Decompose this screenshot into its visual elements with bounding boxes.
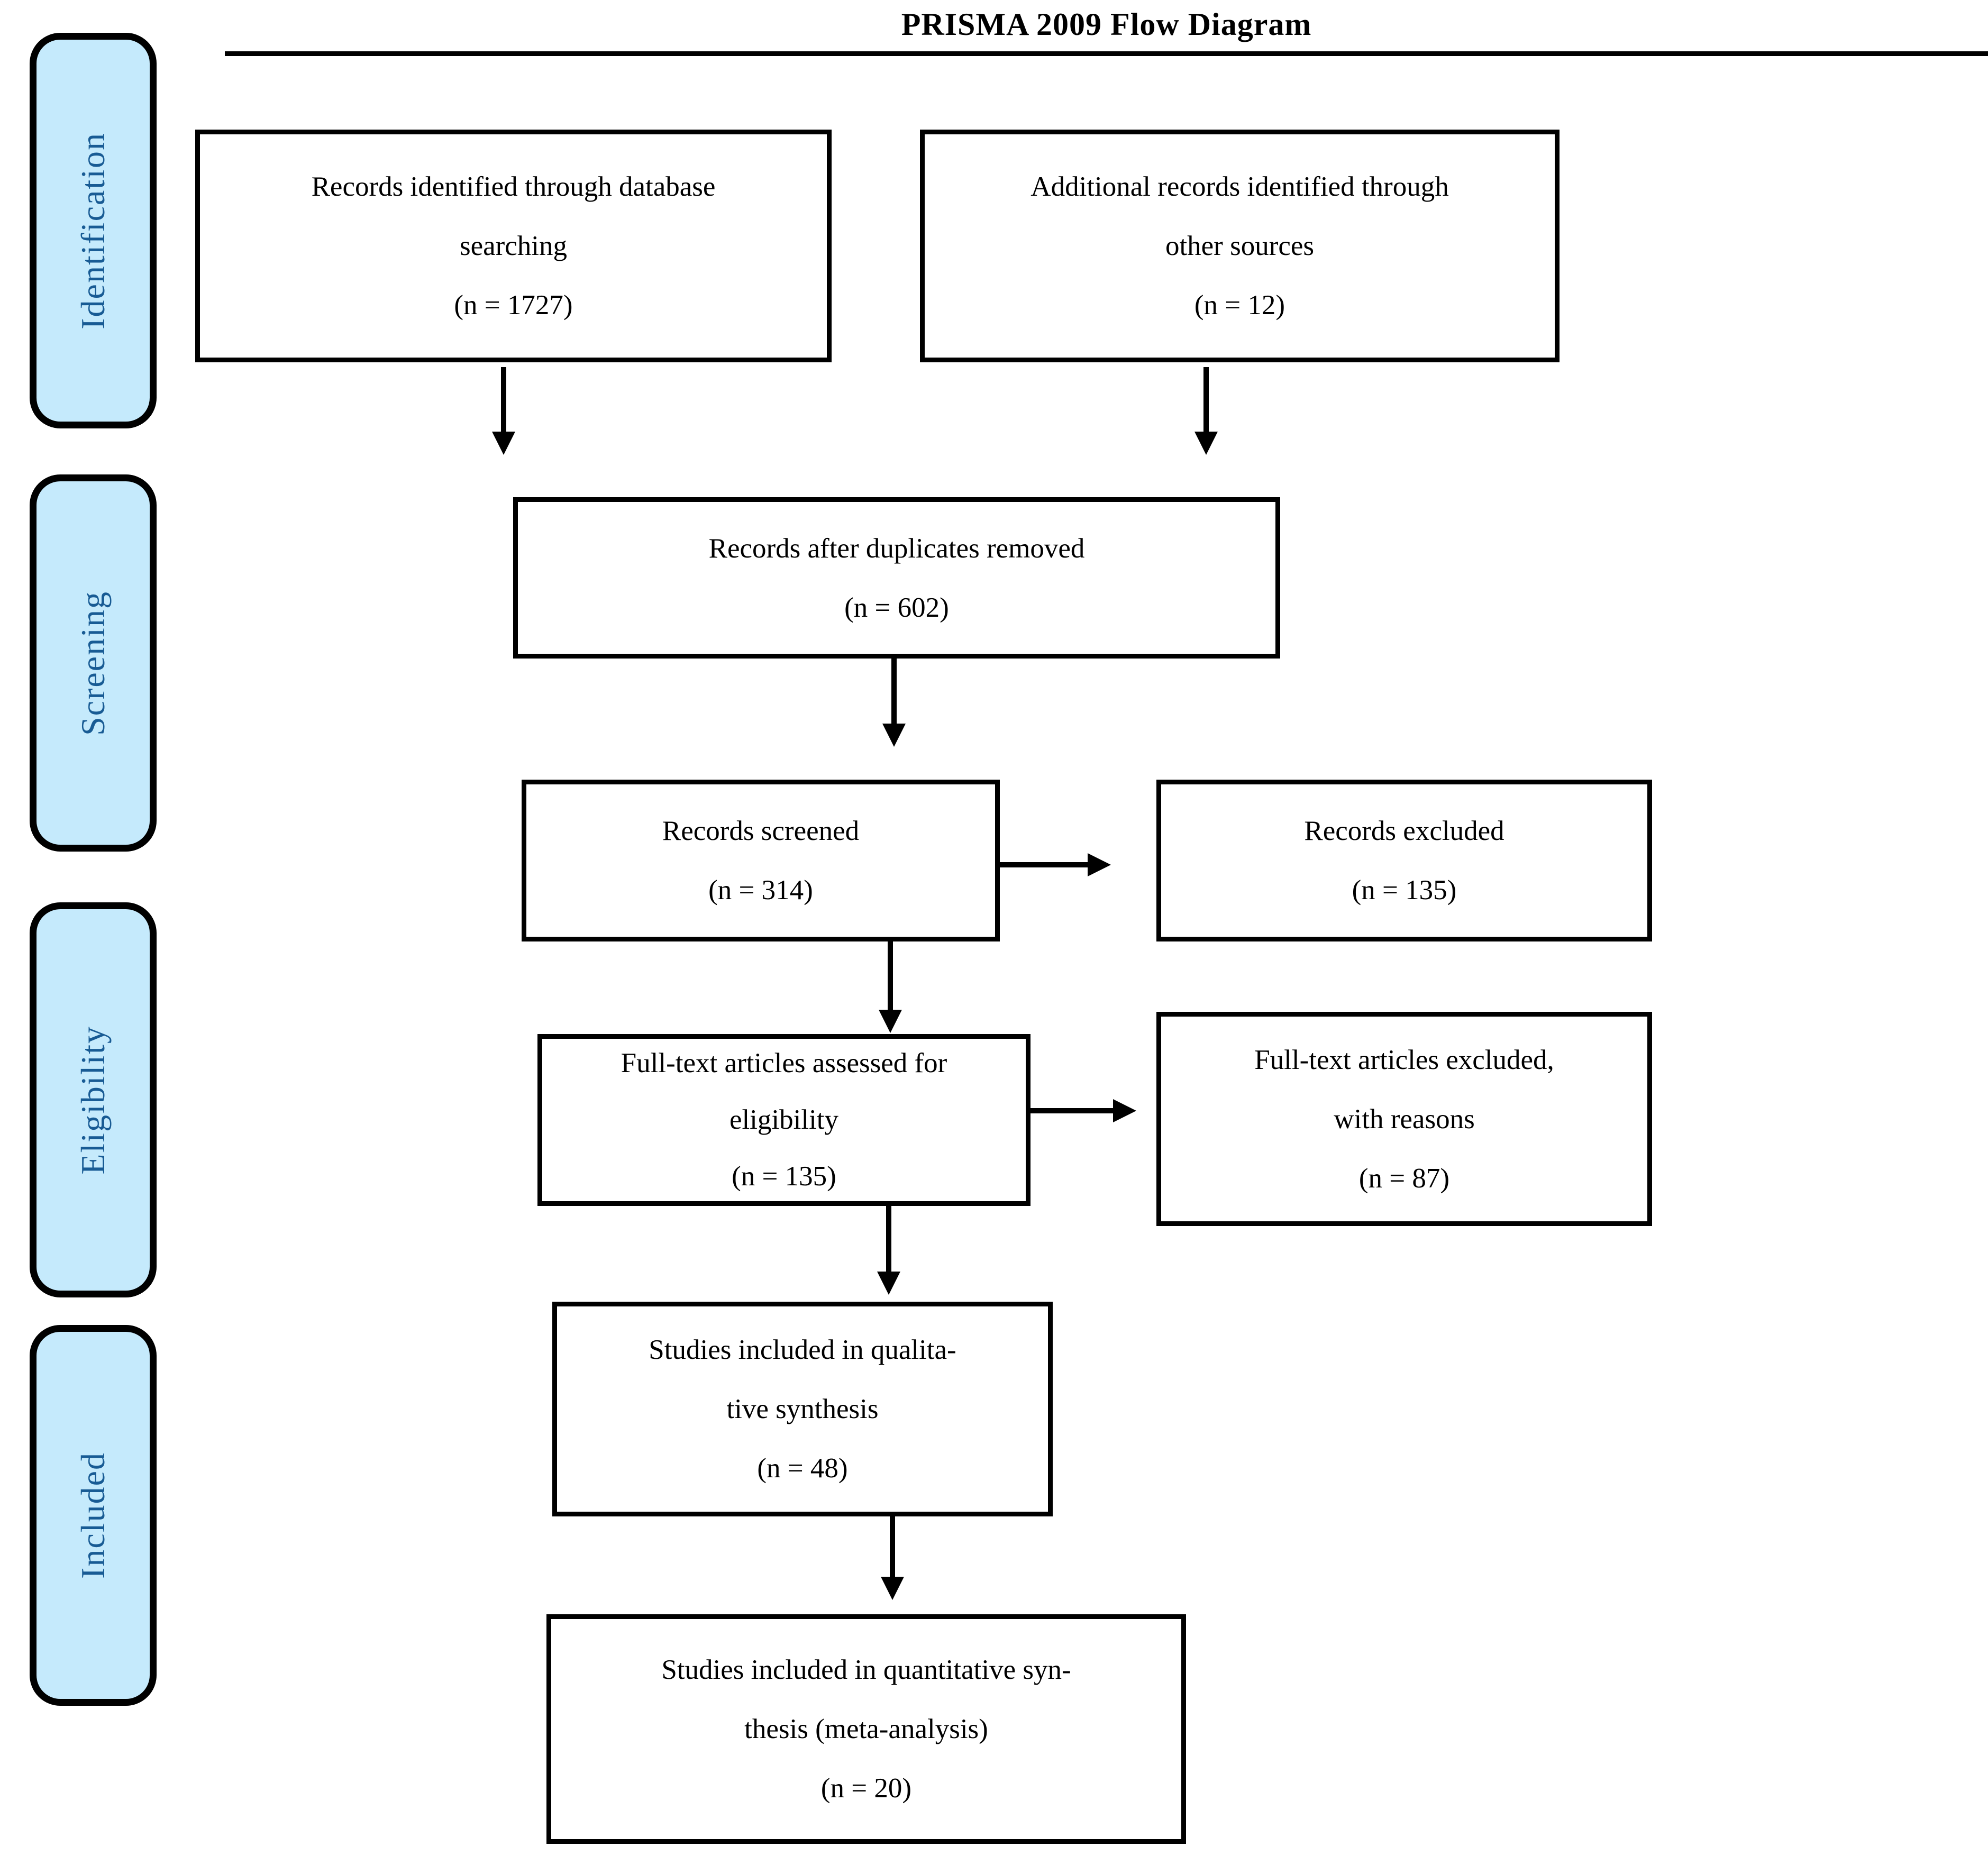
box-text-line: searching xyxy=(459,231,568,261)
arrowhead-db-down xyxy=(492,432,515,455)
box-text-line: (n = 20) xyxy=(820,1773,912,1804)
page-title: PRISMA 2009 Flow Diagram xyxy=(901,7,1312,42)
box-text-line: Additional records identified through xyxy=(1031,171,1449,202)
arrowhead-fulltext-to-excluded xyxy=(1113,1099,1136,1122)
box-text-line: Records after duplicates removed xyxy=(708,533,1085,564)
arrowhead-qualitative-to-quantitative xyxy=(881,1577,904,1600)
box-text-line: Studies included in qualita- xyxy=(649,1334,956,1365)
stage-eligibility-label: Eligibility xyxy=(74,1025,112,1175)
box-text-line: (n = 314) xyxy=(708,875,813,906)
arrowhead-screened-to-excluded xyxy=(1088,853,1111,876)
box-additional-records: Additional records identified through ot… xyxy=(920,130,1560,362)
title-underline xyxy=(225,51,1988,56)
box-records-identified-database: Records identified through database sear… xyxy=(195,130,832,362)
stage-included-label: Included xyxy=(74,1452,112,1579)
box-text-line: (n = 135) xyxy=(1352,875,1457,906)
box-text-line: (n = 48) xyxy=(757,1453,848,1484)
box-text-line: Records identified through database xyxy=(311,171,716,202)
box-text-line: Full-text articles excluded, xyxy=(1254,1044,1554,1075)
arrowhead-duplicates-to-screened xyxy=(882,724,906,747)
stage-included: Included xyxy=(30,1325,157,1706)
box-text-line: Records screened xyxy=(662,816,860,846)
stage-screening: Screening xyxy=(30,474,157,852)
stage-eligibility: Eligibility xyxy=(30,902,157,1297)
arrowhead-other-down xyxy=(1194,432,1218,455)
box-text-line: eligibility xyxy=(729,1104,839,1135)
arrowhead-screened-to-fulltext xyxy=(879,1010,902,1033)
box-text-line: with reasons xyxy=(1334,1103,1475,1135)
stage-identification-label: Identification xyxy=(74,132,112,330)
box-fulltext-assessed: Full-text articles assessed for eligibil… xyxy=(537,1034,1031,1206)
box-text-line: (n = 135) xyxy=(732,1161,836,1192)
box-qualitative-synthesis: Studies included in qualita- tive synthe… xyxy=(552,1302,1053,1516)
arrowhead-fulltext-to-qualitative xyxy=(877,1272,900,1295)
box-text-line: Studies included in quantitative syn- xyxy=(661,1654,1071,1685)
stage-identification: Identification xyxy=(30,33,157,428)
box-text-line: (n = 602) xyxy=(844,592,949,623)
box-text-line: (n = 12) xyxy=(1194,290,1285,321)
box-fulltext-excluded: Full-text articles excluded, with reason… xyxy=(1156,1012,1652,1226)
box-records-screened: Records screened (n = 314) xyxy=(522,780,1000,941)
box-text-line: (n = 87) xyxy=(1358,1163,1450,1194)
box-text-line: Full-text articles assessed for xyxy=(621,1048,947,1078)
box-text-line: tive synthesis xyxy=(726,1394,879,1424)
box-text-line: Records excluded xyxy=(1304,816,1504,846)
box-duplicates-removed: Records after duplicates removed (n = 60… xyxy=(513,497,1280,659)
box-text-line: other sources xyxy=(1165,231,1315,261)
box-text-line: (n = 1727) xyxy=(454,290,573,321)
stage-screening-label: Screening xyxy=(74,590,112,736)
box-quantitative-synthesis: Studies included in quantitative syn- th… xyxy=(546,1614,1186,1844)
box-records-excluded: Records excluded (n = 135) xyxy=(1156,780,1652,941)
box-text-line: thesis (meta-analysis) xyxy=(744,1714,988,1744)
